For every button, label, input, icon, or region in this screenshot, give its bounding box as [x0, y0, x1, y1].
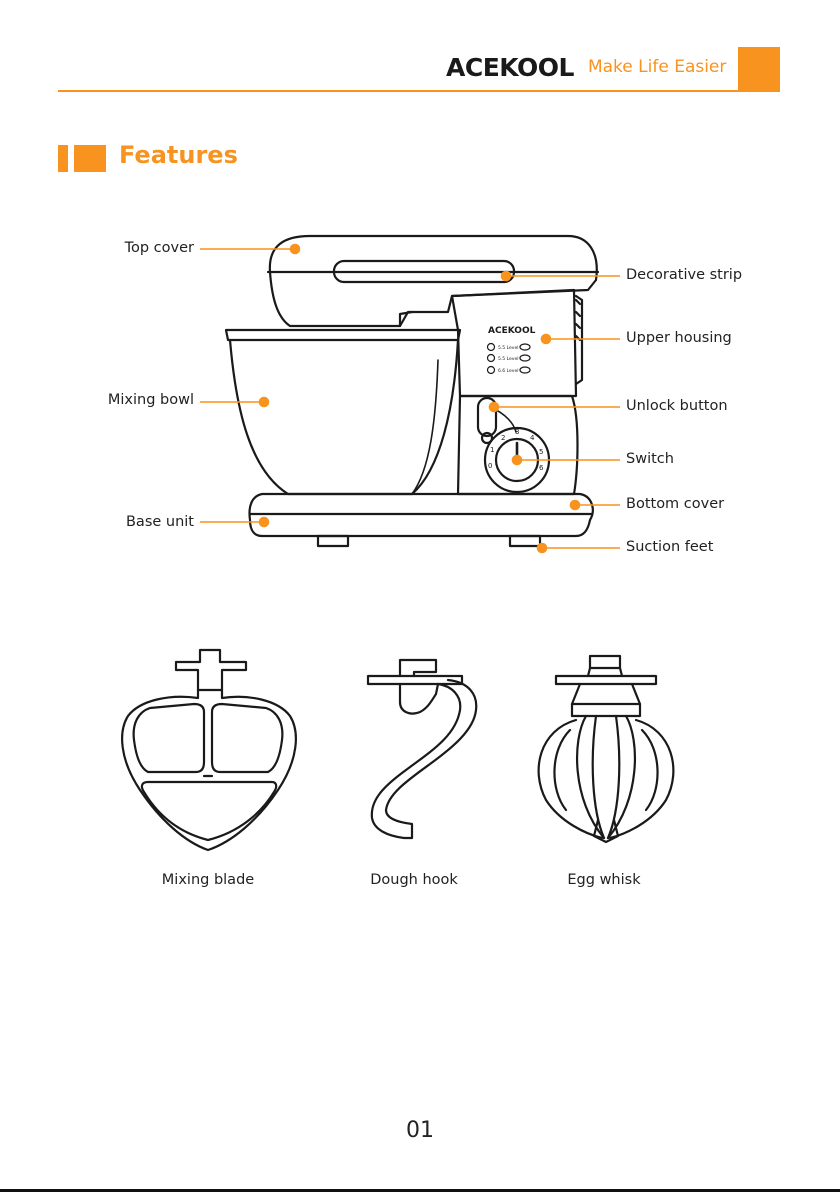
accessories-illustration [0, 0, 840, 900]
caption-egg-whisk: Egg whisk [524, 872, 684, 888]
dough-hook-shape [368, 660, 476, 838]
egg-whisk-shape [539, 656, 674, 842]
page-number: 01 [0, 1118, 840, 1143]
caption-mixing-blade: Mixing blade [128, 872, 288, 888]
mixing-blade-shape [122, 650, 296, 850]
caption-dough-hook: Dough hook [334, 872, 494, 888]
